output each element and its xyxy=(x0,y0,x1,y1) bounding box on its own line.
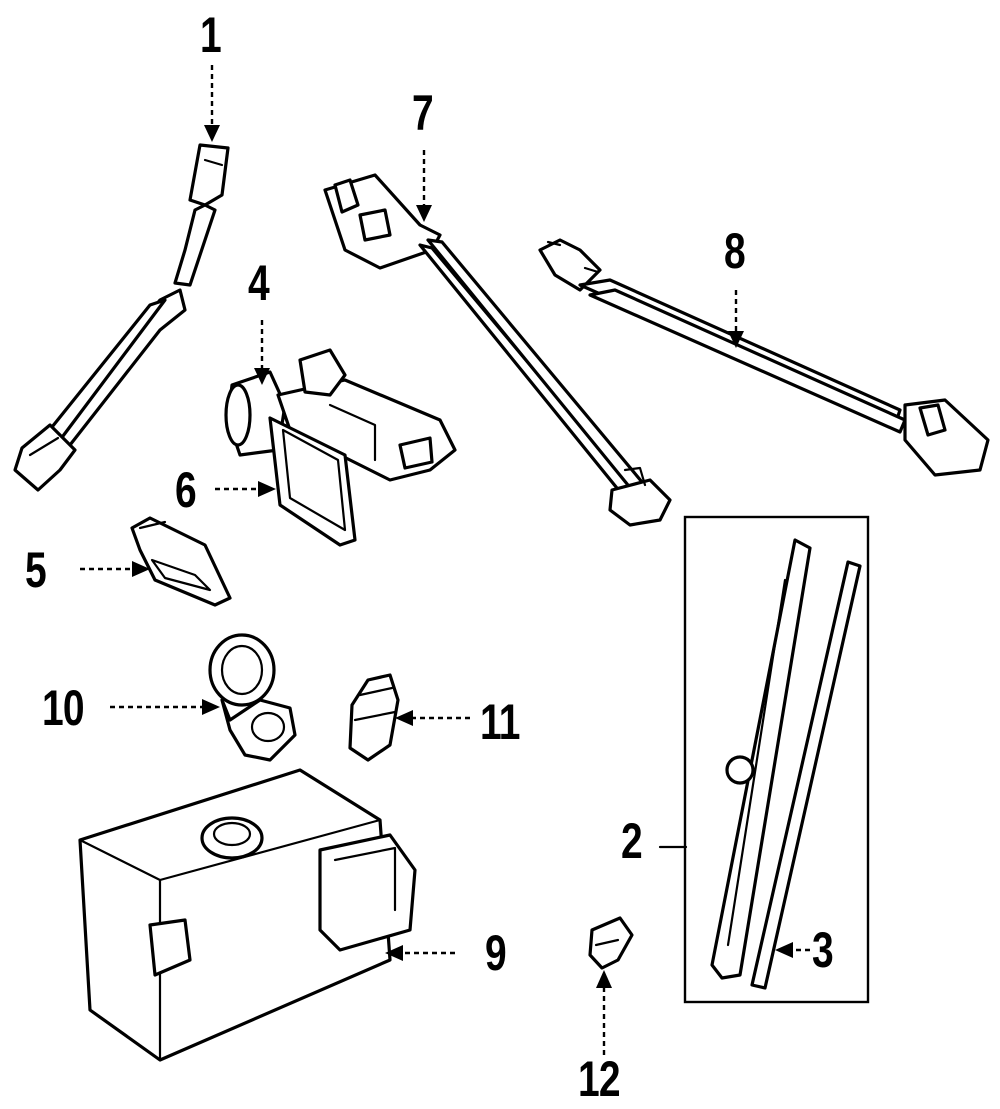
part-wiper-refill xyxy=(750,560,862,990)
callout-11: 11 xyxy=(480,694,520,750)
blade-group-frame xyxy=(683,515,870,1004)
part-wiper-linkage-right xyxy=(538,238,990,477)
callout-7: 7 xyxy=(412,85,434,141)
callout-10: 10 xyxy=(42,680,85,736)
callout-3: 3 xyxy=(812,922,834,978)
leader-lines xyxy=(80,65,810,1055)
part-motor-plate xyxy=(268,416,357,547)
part-washer-reservoir xyxy=(78,768,417,1062)
callout-5: 5 xyxy=(25,542,47,598)
part-wiper-motor xyxy=(224,348,457,482)
callout-9: 9 xyxy=(485,925,507,981)
part-cover xyxy=(130,516,232,607)
part-filler-cap xyxy=(208,633,297,762)
part-wiper-linkage-left xyxy=(323,173,672,527)
callout-4: 4 xyxy=(248,255,270,311)
callout-12: 12 xyxy=(578,1051,621,1107)
callout-8: 8 xyxy=(724,223,746,279)
callout-2: 2 xyxy=(621,813,643,869)
part-wiper-blade xyxy=(710,538,812,980)
part-clip xyxy=(588,916,634,970)
callout-1: 1 xyxy=(200,7,222,63)
part-washer-pump xyxy=(348,673,400,762)
callout-6: 6 xyxy=(175,462,197,518)
part-wiper-arm xyxy=(13,143,230,492)
